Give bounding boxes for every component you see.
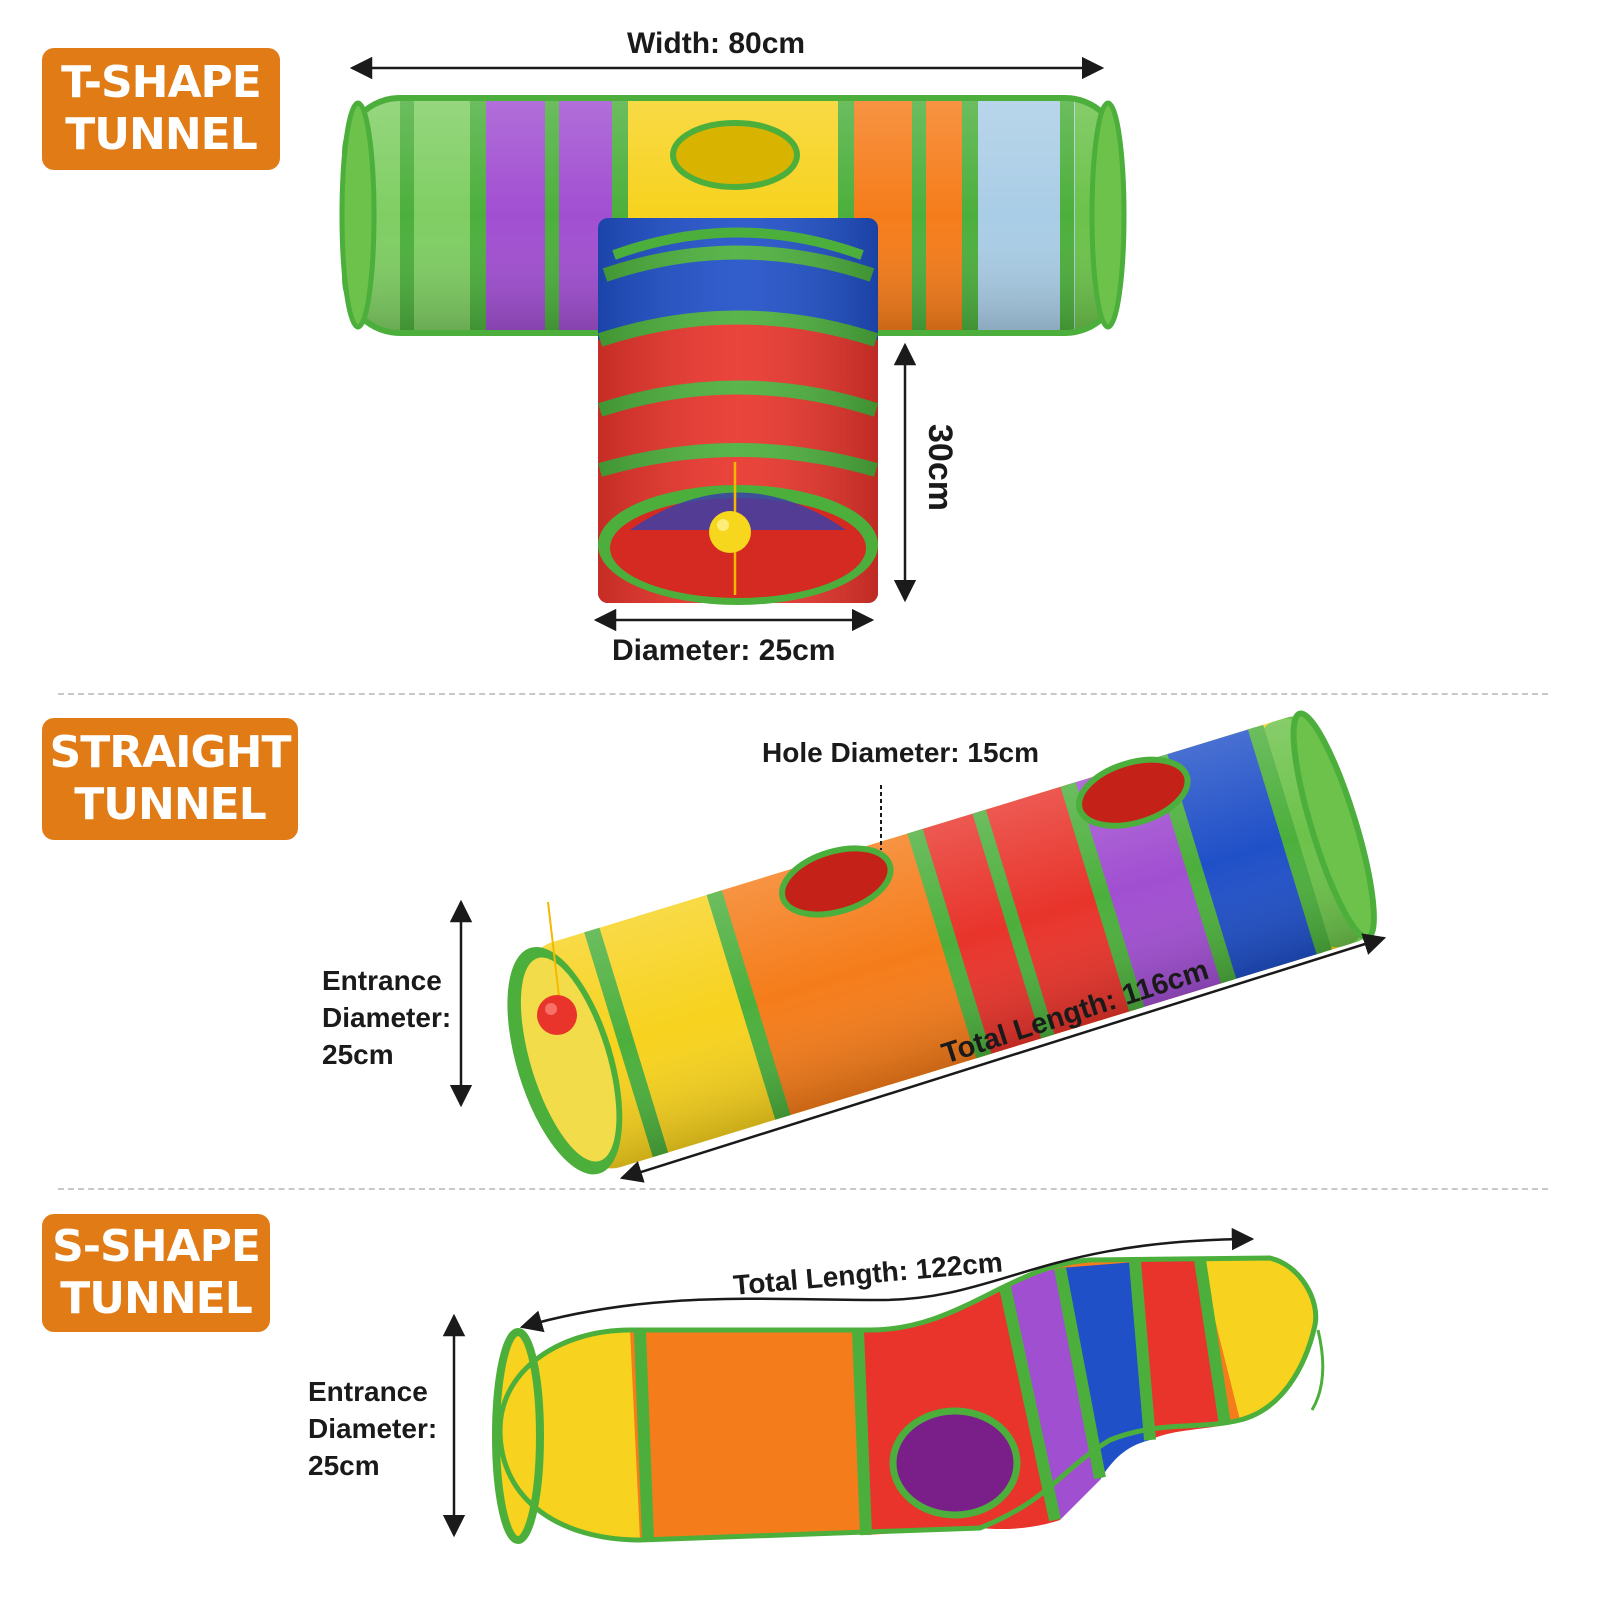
straight-entrance-line2: Diameter: (322, 1002, 452, 1033)
straight-entrance-line1: Entrance (322, 965, 442, 996)
t-shape-tunnel (339, 95, 1127, 605)
straight-badge: STRAIGHT TUNNEL (42, 718, 298, 840)
t-shape-badge-line1: T-SHAPE (61, 57, 262, 108)
t-shape-badge: T-SHAPE TUNNEL (42, 48, 280, 170)
s-shape-badge-line2: TUNNEL (60, 1273, 252, 1324)
s-shape-badge: S-SHAPE TUNNEL (42, 1214, 270, 1332)
s-entrance-label: Entrance Diameter: 25cm (308, 1373, 437, 1484)
straight-badge-line2: TUNNEL (74, 779, 266, 830)
section-divider-1 (58, 693, 1548, 695)
straight-tunnel (507, 710, 1377, 1175)
t-width-label: Width: 80cm (627, 27, 806, 60)
t-shape-badge-line2: TUNNEL (65, 109, 257, 160)
s-entrance-line3: 25cm (308, 1450, 380, 1481)
s-entrance-line1: Entrance (308, 1376, 428, 1407)
s-shape-tunnel (492, 1255, 1325, 1544)
hole-diameter-label: Hole Diameter: 15cm (762, 737, 1040, 768)
s-shape-badge-line1: S-SHAPE (52, 1221, 261, 1272)
s-entrance-line2: Diameter: (308, 1413, 438, 1444)
straight-badge-line1: STRAIGHT (49, 727, 292, 778)
section-divider-2 (58, 1188, 1548, 1190)
straight-entrance-label: Entrance Diameter: 25cm (322, 962, 451, 1073)
straight-entrance-line3: 25cm (322, 1039, 394, 1070)
t-diameter-label: Diameter: 25cm (612, 634, 836, 667)
t-height-label: 30cm (920, 424, 959, 511)
